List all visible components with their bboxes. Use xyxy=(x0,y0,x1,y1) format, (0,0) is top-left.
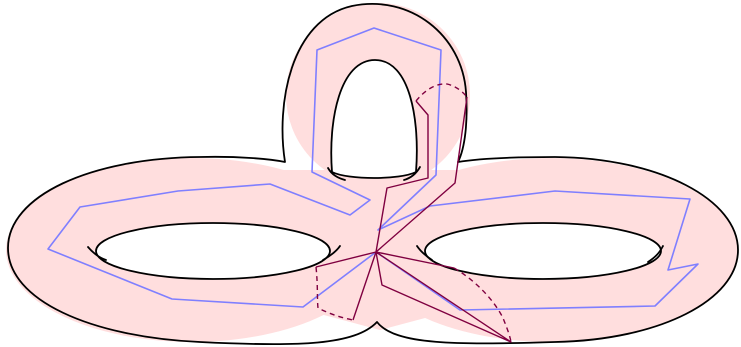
left-hole xyxy=(96,223,330,279)
right-hole xyxy=(425,223,661,279)
